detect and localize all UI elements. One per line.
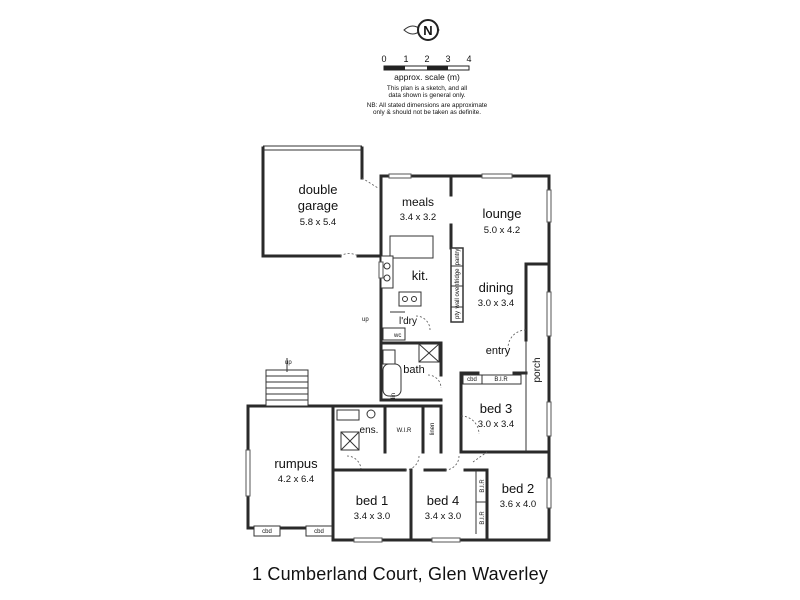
ensuite-name: ens.: [360, 425, 379, 436]
garage-name-line2: garage: [298, 198, 338, 213]
lounge-name: lounge: [482, 206, 521, 221]
stairs-up-label: up: [285, 360, 292, 366]
meals-name: meals: [402, 195, 434, 209]
windows: [245, 173, 552, 543]
bed4-dims: 3.4 x 3.0: [425, 511, 461, 522]
laundry-name: l'dry: [399, 316, 417, 327]
note-line-4: only & should not be taken as definite.: [373, 109, 481, 116]
rumpus-name: rumpus: [274, 456, 318, 471]
bed2-bir-label-1: B.I.R: [480, 479, 486, 493]
property-address: 1 Cumberland Court, Glen Waverley: [251, 564, 549, 584]
note-line-2: data shown is general only.: [389, 92, 466, 99]
pantry2-label: pty: [455, 311, 461, 319]
rumpus-cbd-label-1: cbd: [262, 529, 272, 535]
pantry-label: pantry: [455, 249, 461, 266]
scale-tick-1: 1: [403, 54, 408, 64]
bed1-dims: 3.4 x 3.0: [354, 511, 390, 522]
porch-name: porch: [532, 357, 543, 382]
scale-label: approx. scale (m): [394, 72, 460, 82]
note-line-3: NB: All stated dimensions are approximat…: [367, 102, 488, 109]
wall-oven-label: wall oven: [455, 283, 461, 309]
bed2-dims: 3.6 x 4.0: [500, 499, 536, 510]
rumpus-dims: 4.2 x 6.4: [278, 474, 314, 485]
lounge-dims: 5.0 x 4.2: [484, 225, 520, 236]
scale-tick-0: 0: [381, 54, 386, 64]
linen-label: linen: [430, 423, 436, 436]
wc-label: wc: [393, 333, 401, 339]
bed2-name: bed 2: [502, 481, 535, 496]
dining-dims: 3.0 x 3.4: [478, 298, 514, 309]
kitchen-name: kit.: [412, 268, 429, 283]
meals-dims: 3.4 x 3.2: [400, 212, 436, 223]
dining-name: dining: [479, 280, 514, 295]
linen2-label: lin: [391, 393, 397, 399]
garage-dims: 5.8 x 5.4: [300, 217, 336, 228]
note-line-1: This plan is a sketch, and all: [387, 85, 467, 92]
bed4-name: bed 4: [427, 493, 460, 508]
scale-tick-3: 3: [445, 54, 450, 64]
north-compass-icon: N: [403, 19, 440, 41]
entry-name: entry: [486, 345, 511, 357]
bed1-name: bed 1: [356, 493, 389, 508]
scale-tick-2: 2: [424, 54, 429, 64]
bath-name: bath: [403, 364, 424, 376]
scale-tick-4: 4: [466, 54, 471, 64]
bed3-name: bed 3: [480, 401, 513, 416]
bed3-dims: 3.0 x 3.4: [478, 419, 514, 430]
compass-letter: N: [423, 23, 432, 38]
wir-label: W.I.R: [397, 428, 412, 434]
bed3-cbd-label: cbd: [467, 377, 477, 383]
garage-name-line1: double: [298, 182, 337, 197]
fridge-label: fridge: [455, 268, 461, 284]
scale-bar: 0 1 2 3 4 approx. scale (m): [381, 54, 471, 82]
bed2-bir-label-2: B.I.R: [480, 511, 486, 525]
bed3-bir-label: B.I.R: [494, 377, 508, 383]
internal-walls: [253, 174, 528, 542]
porch-outline: [507, 329, 527, 452]
rumpus-cbd-label-2: cbd: [314, 529, 324, 535]
laundry-up-label: up: [362, 317, 369, 323]
